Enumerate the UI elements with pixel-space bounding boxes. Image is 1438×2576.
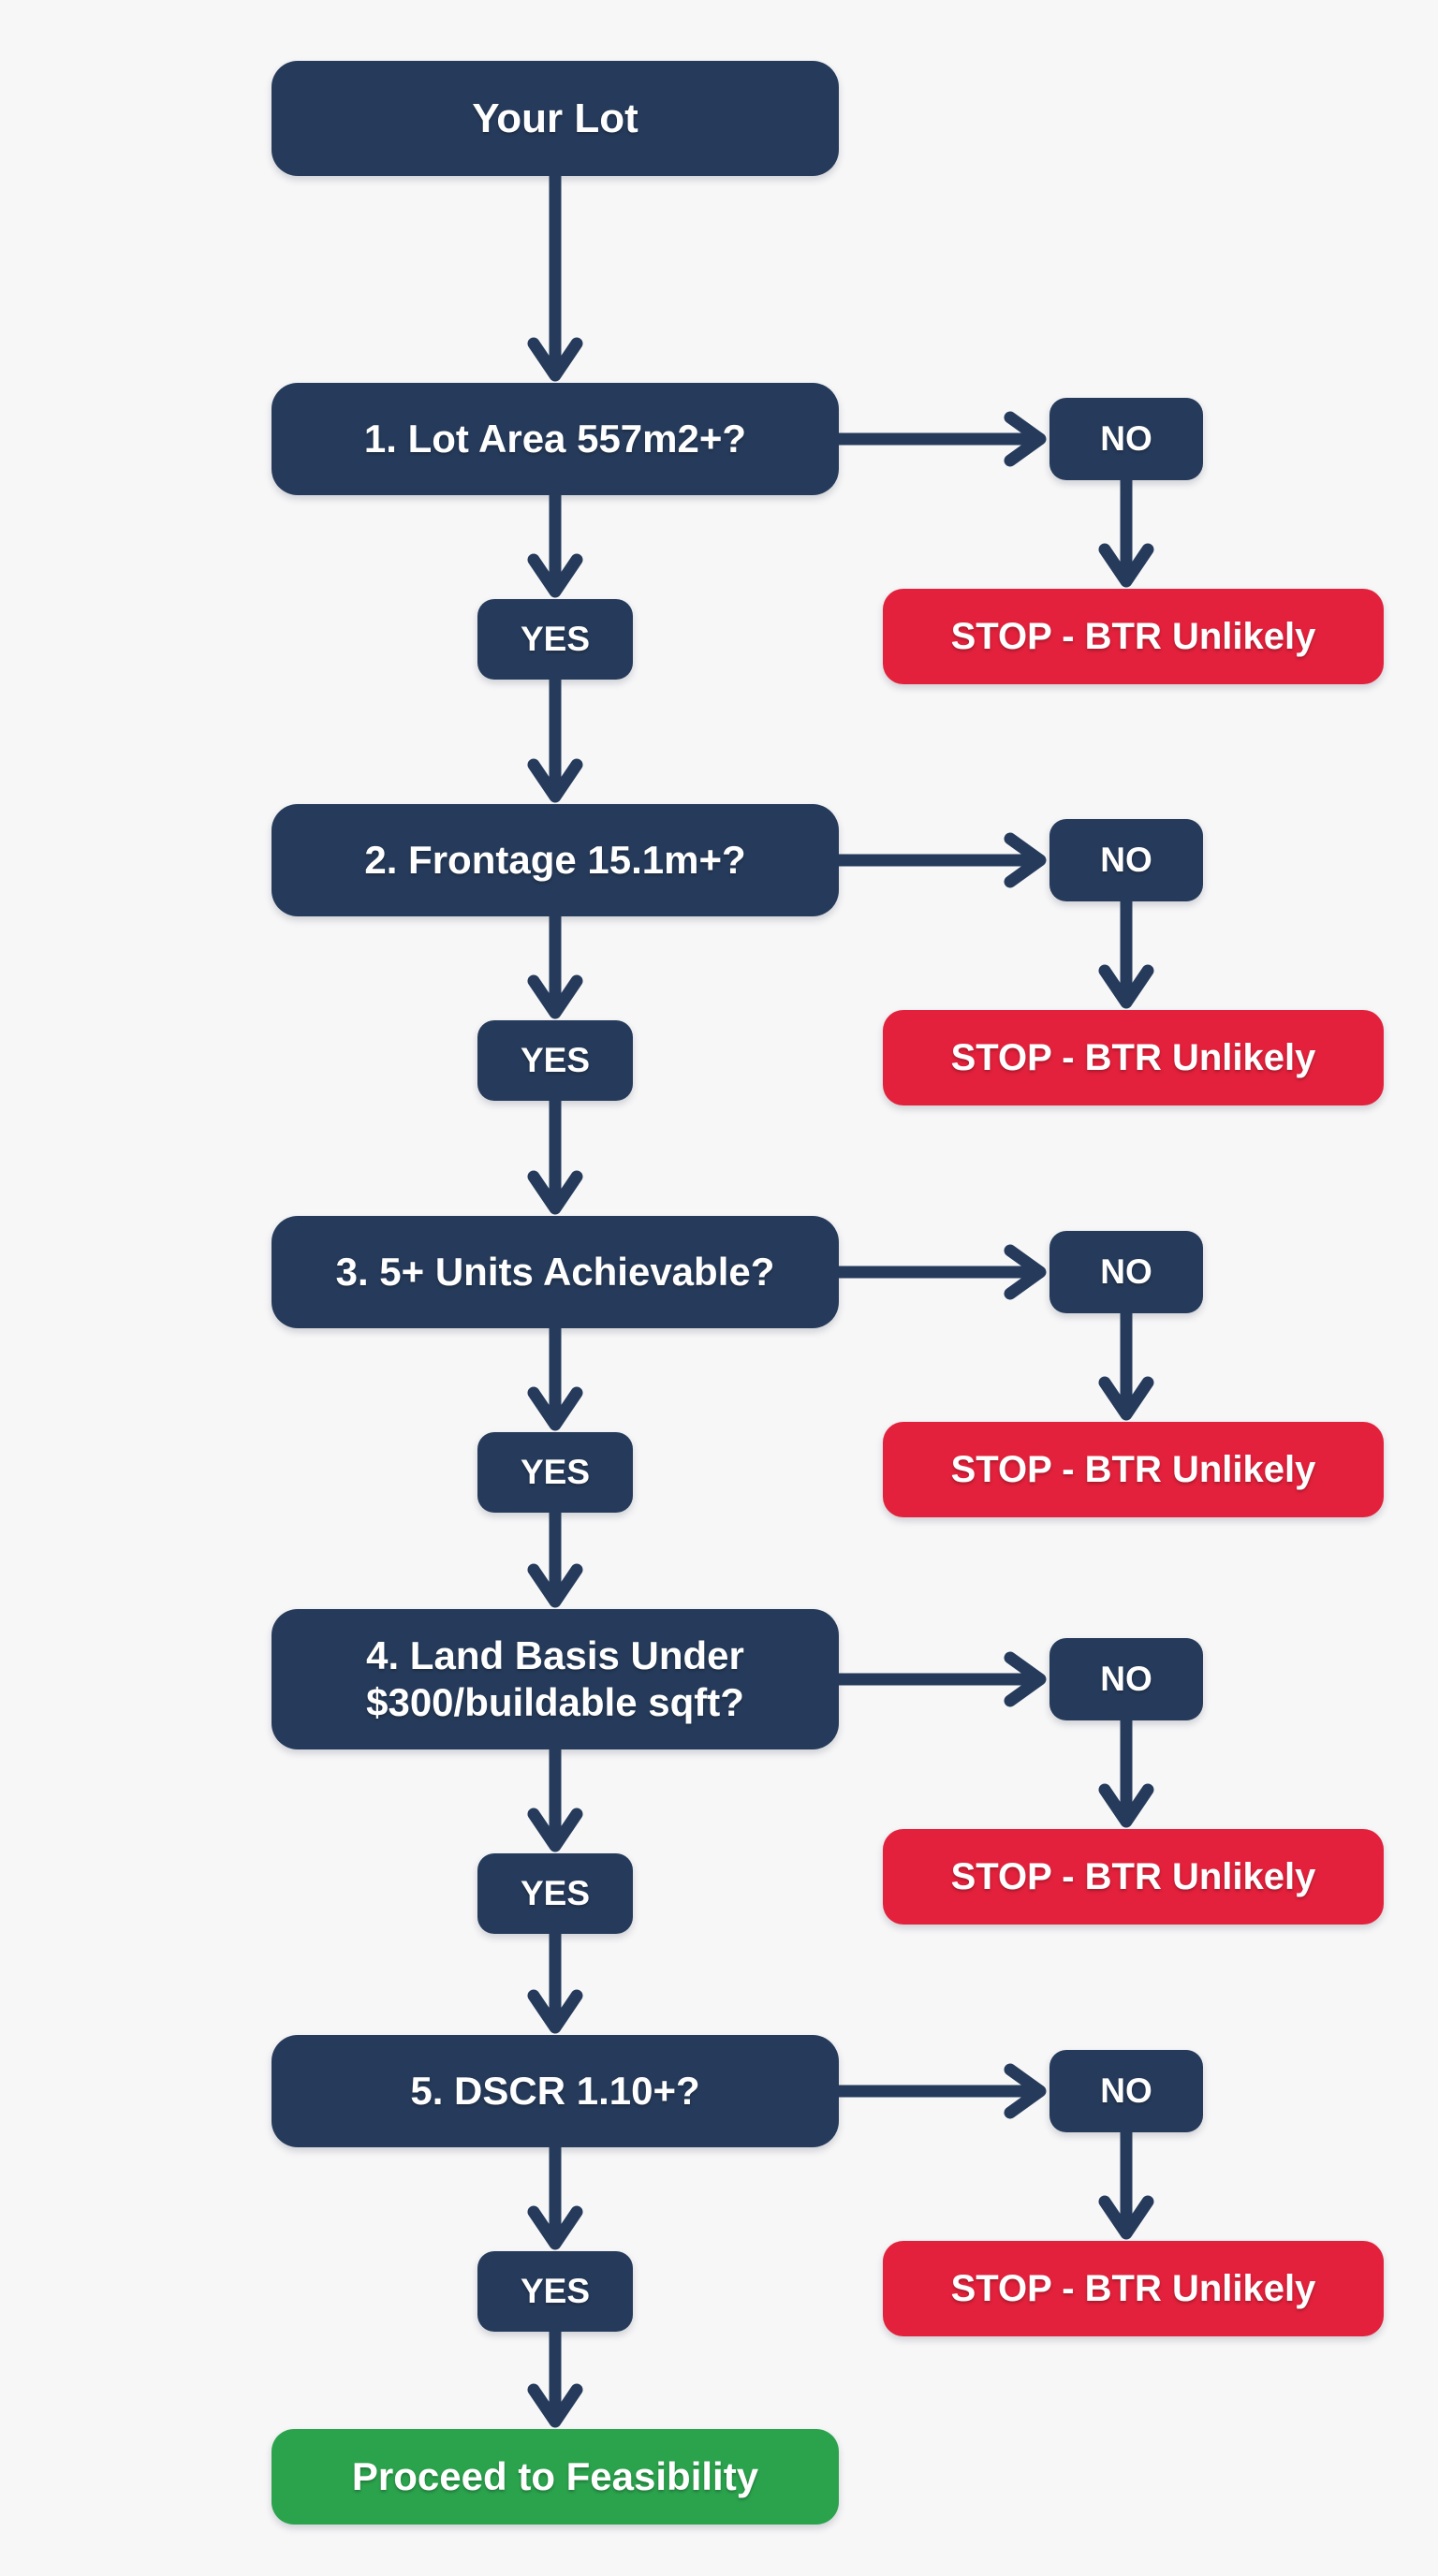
arrow-down-icon [527,1506,583,1608]
stop-node: STOP - BTR Unlikely [883,1829,1384,1925]
arrow-down-icon [1098,474,1154,588]
arrow-down-icon [527,2141,583,2250]
arrow-right-icon [832,2063,1047,2119]
arrow-down-icon [527,489,583,598]
no-node: NO [1049,2050,1203,2132]
question-node: 3. 5+ Units Achievable? [271,1216,839,1328]
question-node: 1. Lot Area 557m2+? [271,383,839,495]
yes-node: YES [477,599,633,680]
no-node: NO [1049,1638,1203,1720]
arrow-down-icon [527,169,583,382]
arrow-down-icon [527,1094,583,1215]
yes-node: YES [477,1020,633,1101]
arrow-right-icon [832,411,1047,467]
arrow-down-icon [1098,1307,1154,1421]
arrow-down-icon [1098,895,1154,1009]
question-node: 5. DSCR 1.10+? [271,2035,839,2147]
end-node: Proceed to Feasibility [271,2429,839,2525]
arrow-right-icon [832,1244,1047,1300]
arrow-down-icon [527,673,583,803]
yes-node: YES [477,1853,633,1934]
arrow-right-icon [832,1651,1047,1707]
question-node: 2. Frontage 15.1m+? [271,804,839,916]
no-node: NO [1049,819,1203,901]
question-node: 4. Land Basis Under $300/buildable sqft? [271,1609,839,1749]
stop-node: STOP - BTR Unlikely [883,589,1384,684]
arrow-down-icon [1098,2126,1154,2240]
arrow-right-icon [832,832,1047,888]
arrow-down-icon [527,910,583,1019]
arrow-down-icon [527,2325,583,2428]
arrow-down-icon [1098,1714,1154,1828]
arrow-down-icon [527,1927,583,2034]
no-node: NO [1049,1231,1203,1313]
no-node: NO [1049,398,1203,480]
arrow-down-icon [527,1743,583,1852]
stop-node: STOP - BTR Unlikely [883,2241,1384,2336]
yes-node: YES [477,1432,633,1513]
stop-node: STOP - BTR Unlikely [883,1422,1384,1517]
yes-node: YES [477,2251,633,2332]
start-node: Your Lot [271,61,839,176]
arrow-down-icon [527,1322,583,1431]
stop-node: STOP - BTR Unlikely [883,1010,1384,1105]
